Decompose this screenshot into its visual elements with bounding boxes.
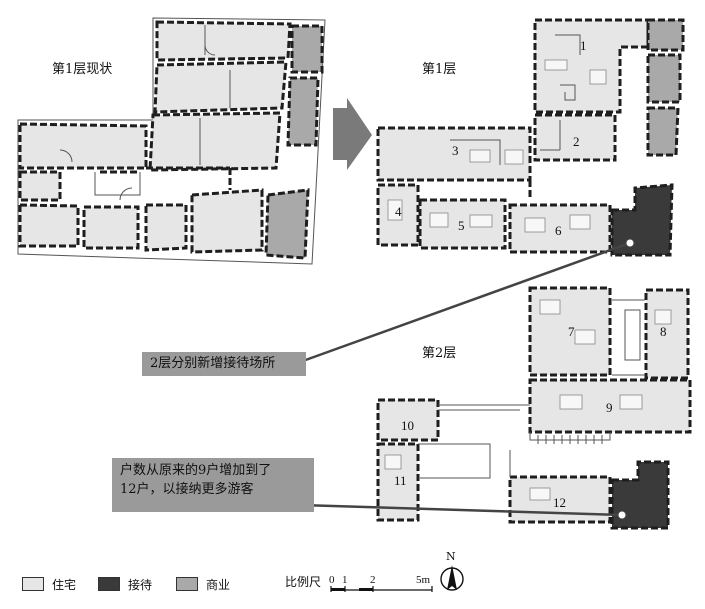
reception-connector-line (299, 241, 631, 364)
reception-dot-floor2 (617, 510, 627, 520)
scale-bar: 比例尺 0 1 2 5m (285, 574, 433, 592)
scale-tick-label: 0 (329, 574, 335, 586)
reception-dot-floor1 (625, 238, 635, 248)
current-floor1-plan (17, 17, 326, 265)
households-callout: 户数从原来的9户增加到了 12户，以接纳更多游客 (112, 458, 314, 512)
room-number: 3 (452, 143, 459, 158)
current-floor1-title: 第1层现状 (52, 62, 112, 77)
room-number: 10 (401, 418, 414, 433)
legend-swatch-residential (22, 577, 44, 591)
scale-title: 比例尺 (285, 575, 321, 589)
legend-swatch-commercial (176, 577, 198, 591)
room-number: 6 (555, 223, 562, 238)
scale-tick-label: 2 (370, 574, 376, 586)
floor2-plan (376, 286, 692, 530)
north-arrow-icon: N (440, 550, 464, 591)
room-number: 4 (395, 204, 402, 219)
legend-item-residential: 住宅 (22, 575, 76, 593)
households-connector-line (299, 503, 623, 517)
north-label: N (446, 550, 456, 563)
room-number: 7 (568, 324, 575, 339)
room-number: 8 (660, 324, 667, 339)
floor2-title: 第2层 (422, 346, 456, 361)
legend-swatch-reception (98, 577, 120, 591)
room-number: 9 (606, 400, 613, 415)
households-callout-line2: 12户，以接纳更多游客 (120, 482, 254, 497)
floor1-title: 第1层 (422, 62, 456, 77)
households-callout-line1: 户数从原来的9户增加到了 (120, 463, 272, 478)
legend-label: 商业 (206, 577, 231, 592)
reception-callout: 2层分别新增接待场所 (142, 352, 306, 376)
room-number: 12 (553, 495, 566, 510)
legend-label: 住宅 (52, 577, 77, 592)
room-number: 11 (394, 473, 407, 488)
legend-item-reception: 接待 (98, 575, 152, 593)
floor1-plan (376, 18, 685, 257)
legend-label: 接待 (128, 577, 153, 592)
room-number: 2 (573, 134, 580, 149)
scale-tick-label: 1 (342, 574, 348, 586)
reception-callout-text: 2层分别新增接待场所 (150, 356, 276, 371)
room-number: 5 (458, 218, 465, 233)
legend-item-commercial: 商业 (176, 575, 230, 593)
arrow-icon (333, 98, 372, 170)
room-number: 1 (580, 38, 587, 53)
scale-tick-label: 5m (416, 574, 431, 586)
